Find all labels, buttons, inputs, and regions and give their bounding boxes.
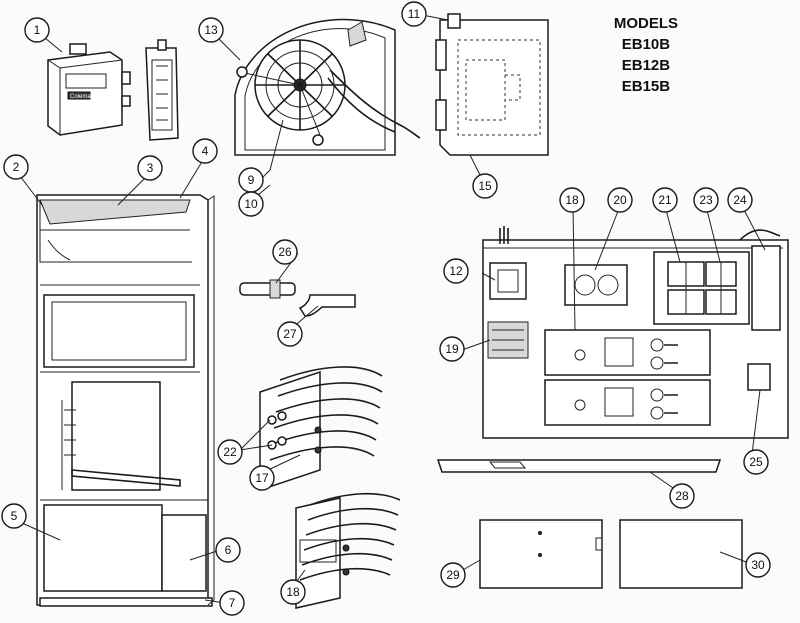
callout-6: 6 — [215, 537, 241, 563]
side-panel-part — [435, 13, 549, 156]
svg-text:18: 18 — [286, 585, 300, 599]
svg-text:22: 22 — [223, 445, 237, 459]
callout-10: 10 — [238, 191, 264, 217]
svg-text:25: 25 — [749, 455, 763, 469]
svg-text:24: 24 — [733, 193, 747, 207]
svg-text:6: 6 — [225, 543, 232, 557]
callout-2: 2 — [3, 154, 29, 180]
svg-text:30: 30 — [751, 558, 765, 572]
callout-18-panel: 18 — [559, 187, 585, 213]
callout-4: 4 — [192, 138, 218, 164]
svg-text:15: 15 — [478, 179, 492, 193]
callout-7: 7 — [219, 590, 245, 616]
svg-text:9: 9 — [248, 173, 255, 187]
svg-text:29: 29 — [446, 568, 460, 582]
svg-text:12: 12 — [449, 264, 463, 278]
callout-9: 9 — [238, 167, 264, 193]
access-panels-part — [479, 519, 743, 589]
svg-text:1: 1 — [34, 23, 41, 37]
svg-text:11: 11 — [408, 7, 421, 21]
heater-element-upper-part — [259, 366, 383, 492]
callout-28: 28 — [669, 483, 695, 509]
svg-text:4: 4 — [202, 144, 209, 158]
callout-5: 5 — [1, 503, 27, 529]
callout-22: 22 — [217, 439, 243, 465]
callout-24: 24 — [727, 187, 753, 213]
callout-11: 11 — [401, 1, 427, 27]
svg-text:19: 19 — [445, 342, 459, 356]
svg-text:26: 26 — [278, 245, 292, 259]
svg-text:23: 23 — [699, 193, 713, 207]
cabinet-part — [36, 194, 215, 607]
callout-25: 25 — [743, 449, 769, 475]
callout-27: 27 — [277, 321, 303, 347]
brand-label: Coleman — [70, 94, 94, 100]
svg-text:21: 21 — [658, 193, 672, 207]
callout-1: 1 — [24, 17, 50, 43]
svg-text:5: 5 — [11, 509, 18, 523]
model-eb15b: EB15B — [621, 78, 671, 95]
heater-element-lower-part — [295, 492, 401, 609]
callout-21: 21 — [652, 187, 678, 213]
callout-20: 20 — [607, 187, 633, 213]
svg-text:17: 17 — [255, 471, 269, 485]
callout-29: 29 — [440, 562, 466, 588]
callout-19: 19 — [439, 336, 465, 362]
callout-3: 3 — [137, 155, 163, 181]
svg-text:10: 10 — [244, 197, 258, 211]
callout-18-heater: 18 — [280, 579, 306, 605]
model-eb12b: EB12B — [621, 57, 671, 74]
callout-26: 26 — [272, 239, 298, 265]
callout-12: 12 — [443, 258, 469, 284]
svg-text:27: 27 — [283, 327, 297, 341]
models-block: MODELS EB10B EB12B EB15B — [614, 13, 678, 97]
svg-text:20: 20 — [613, 193, 627, 207]
tubing-part — [239, 279, 356, 317]
callout-13: 13 — [198, 17, 224, 43]
control-panel-part — [482, 226, 789, 439]
svg-text:3: 3 — [147, 161, 154, 175]
model-eb10b: EB10B — [621, 36, 671, 53]
svg-text:13: 13 — [204, 23, 218, 37]
callout-23: 23 — [693, 187, 719, 213]
models-heading: MODELS — [613, 15, 678, 32]
svg-text:18: 18 — [565, 193, 579, 207]
callout-15: 15 — [472, 173, 498, 199]
svg-text:2: 2 — [13, 160, 20, 174]
svg-text:28: 28 — [675, 489, 689, 503]
callout-30: 30 — [745, 552, 771, 578]
callout-17: 17 — [249, 465, 275, 491]
blower-assembly-part — [234, 18, 421, 156]
control-module-part: Coleman — [47, 39, 179, 141]
svg-text:7: 7 — [229, 596, 236, 610]
rail-part — [436, 459, 722, 473]
